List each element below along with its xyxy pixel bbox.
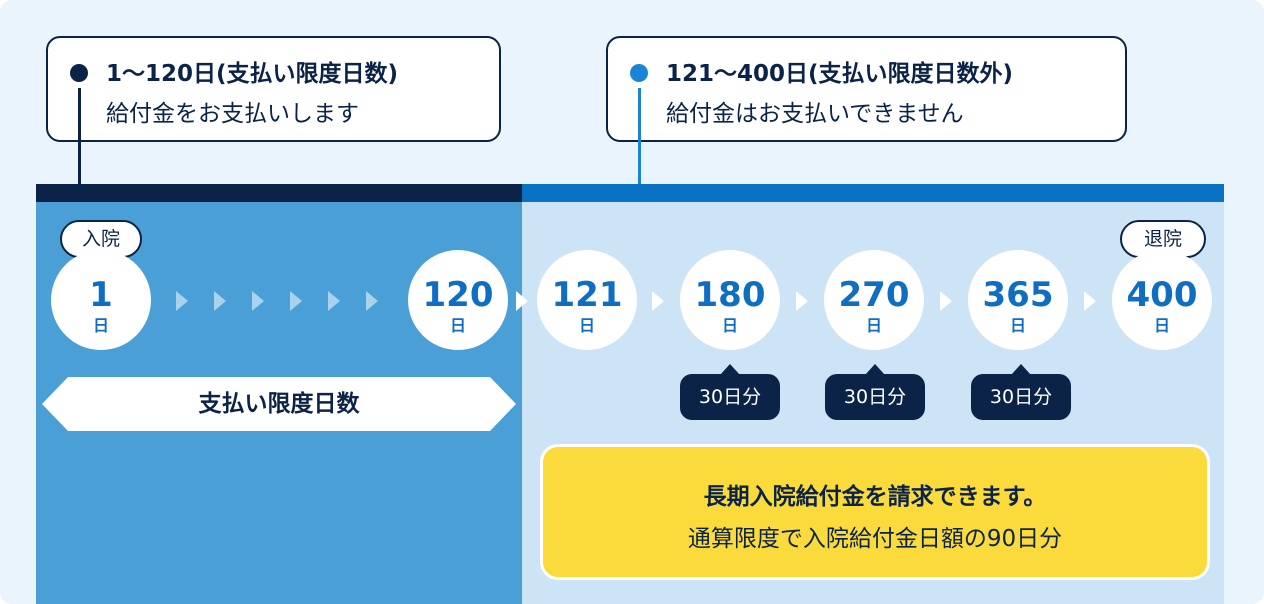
- day-unit: 日: [92, 316, 109, 335]
- progress-arrow-icon: [796, 291, 808, 311]
- period-30-days-badge: 30日分: [971, 364, 1071, 420]
- unpaid-period-connector: [638, 88, 641, 184]
- day-circle-1: 1 日: [51, 250, 151, 350]
- admission-tag-label: 入院: [81, 228, 120, 250]
- paid-period-dot-icon: [70, 64, 88, 82]
- badge-label: 30日分: [843, 386, 907, 408]
- discharge-tag-label: 退院: [1143, 228, 1182, 250]
- badge-label: 30日分: [989, 386, 1053, 408]
- badge-pointer: [720, 364, 740, 375]
- paid-period-callout: 1〜120日(支払い限度日数) 給付金をお支払いします: [46, 36, 501, 142]
- day-circle-365: 365 日: [968, 250, 1068, 350]
- paid-period-connector: [78, 88, 81, 184]
- payment-limit-range: 支払い限度日数: [42, 377, 516, 431]
- day-number: 365: [982, 275, 1054, 315]
- day-number: 1: [89, 275, 113, 315]
- day-unit: 日: [578, 316, 595, 335]
- badge-pointer: [865, 364, 885, 375]
- day-circle-120: 120 日: [408, 250, 508, 350]
- long-term-benefit-notice: 長期入院給付金を請求できます。 通算限度で入院給付金日額の90日分: [540, 444, 1210, 580]
- period-30-days-badge: 30日分: [825, 364, 925, 420]
- paid-period-subtitle: 給付金をお支払いします: [106, 101, 359, 127]
- progress-arrow-icon: [940, 291, 952, 311]
- progress-arrow-icon: [252, 291, 264, 311]
- paid-period-title: 1〜120日(支払い限度日数): [106, 61, 399, 87]
- unpaid-period-title: 121〜400日(支払い限度日数外): [666, 61, 1014, 87]
- day-unit: 日: [1153, 316, 1170, 335]
- unpaid-period-dot-icon: [630, 64, 648, 82]
- unpaid-period-band: [522, 184, 1224, 202]
- unpaid-period-callout: 121〜400日(支払い限度日数外) 給付金はお支払いできません: [606, 36, 1127, 142]
- day-circle-180: 180 日: [680, 250, 780, 350]
- progress-arrow-icon: [290, 291, 302, 311]
- badge-label: 30日分: [698, 386, 762, 408]
- payment-limit-label: 支払い限度日数: [198, 391, 360, 417]
- day-number: 270: [838, 275, 910, 315]
- day-circle-270: 270 日: [824, 250, 924, 350]
- day-circle-121: 121 日: [537, 250, 637, 350]
- unpaid-period-subtitle: 給付金はお支払いできません: [666, 101, 964, 127]
- day-number: 120: [422, 275, 494, 315]
- day-unit: 日: [865, 316, 882, 335]
- progress-arrow-icon: [214, 291, 226, 311]
- day-unit: 日: [1009, 316, 1026, 335]
- day-circle-400: 400 日: [1112, 250, 1212, 350]
- day-number: 400: [1126, 275, 1198, 315]
- day-unit: 日: [449, 316, 466, 335]
- notice-title: 長期入院給付金を請求できます。: [703, 484, 1047, 510]
- progress-arrow-icon: [652, 291, 664, 311]
- period-30-days-badge: 30日分: [680, 364, 780, 420]
- notice-subtitle: 通算限度で入院給付金日額の90日分: [687, 526, 1063, 552]
- day-number: 180: [694, 275, 766, 315]
- progress-arrow-icon: [366, 291, 378, 311]
- progress-arrow-icon: [176, 291, 188, 311]
- badge-pointer: [1011, 364, 1031, 375]
- range-double-arrow-icon: [42, 377, 516, 431]
- day-unit: 日: [721, 316, 738, 335]
- progress-arrow-icon: [328, 291, 340, 311]
- progress-arrow-icon: [1084, 291, 1096, 311]
- progress-arrow-icon: [516, 291, 528, 311]
- paid-period-band: [36, 184, 522, 202]
- day-number: 121: [551, 275, 623, 315]
